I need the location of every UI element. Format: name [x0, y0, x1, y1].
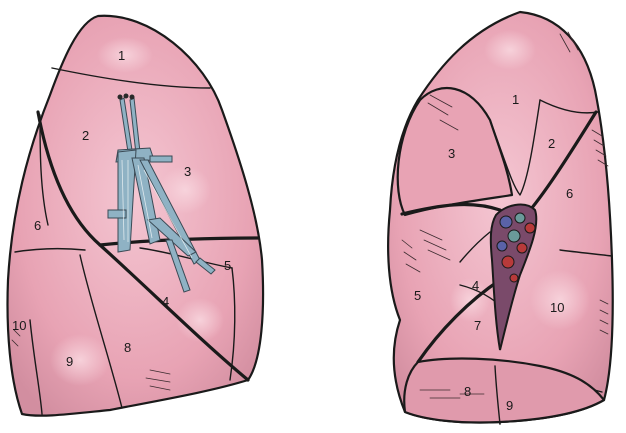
segment-label: 2: [548, 136, 555, 151]
segment-label: 8: [124, 340, 131, 355]
segment-label: 1: [512, 92, 519, 107]
segment-label: 5: [414, 288, 421, 303]
highlight: [484, 30, 536, 70]
segment-label: 9: [506, 398, 513, 413]
segment-label: 6: [34, 218, 41, 233]
segment-label: 10: [550, 300, 564, 315]
segment-label: 6: [566, 186, 573, 201]
segment-label: 5: [224, 258, 231, 273]
segment-label: 8: [464, 384, 471, 399]
segment-label: 10: [12, 318, 26, 333]
segment-label: 4: [162, 294, 169, 309]
segment-label: 2: [82, 128, 89, 143]
segment-label: 4: [472, 278, 479, 293]
segment-label: 9: [66, 354, 73, 369]
segment-label: 7: [474, 318, 481, 333]
segment-label: 1: [118, 48, 125, 63]
lateral-view-lung: 1 2 3 4 5 6 8 9 10: [8, 16, 264, 416]
medial-view-lung: 1 2 3 4 5 6 7 8 9 10: [388, 12, 613, 424]
highlight: [50, 334, 110, 386]
segment-label: 3: [448, 146, 455, 161]
segment-label: 3: [184, 164, 191, 179]
